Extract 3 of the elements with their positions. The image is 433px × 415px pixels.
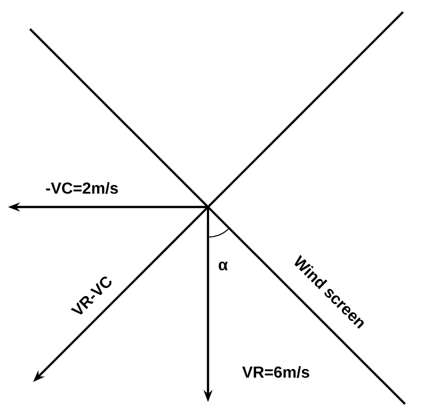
vector-label: VR=6m/s — [242, 366, 310, 378]
vector-label: -VC=2m/s — [46, 182, 118, 194]
angle-label: α — [218, 262, 228, 270]
